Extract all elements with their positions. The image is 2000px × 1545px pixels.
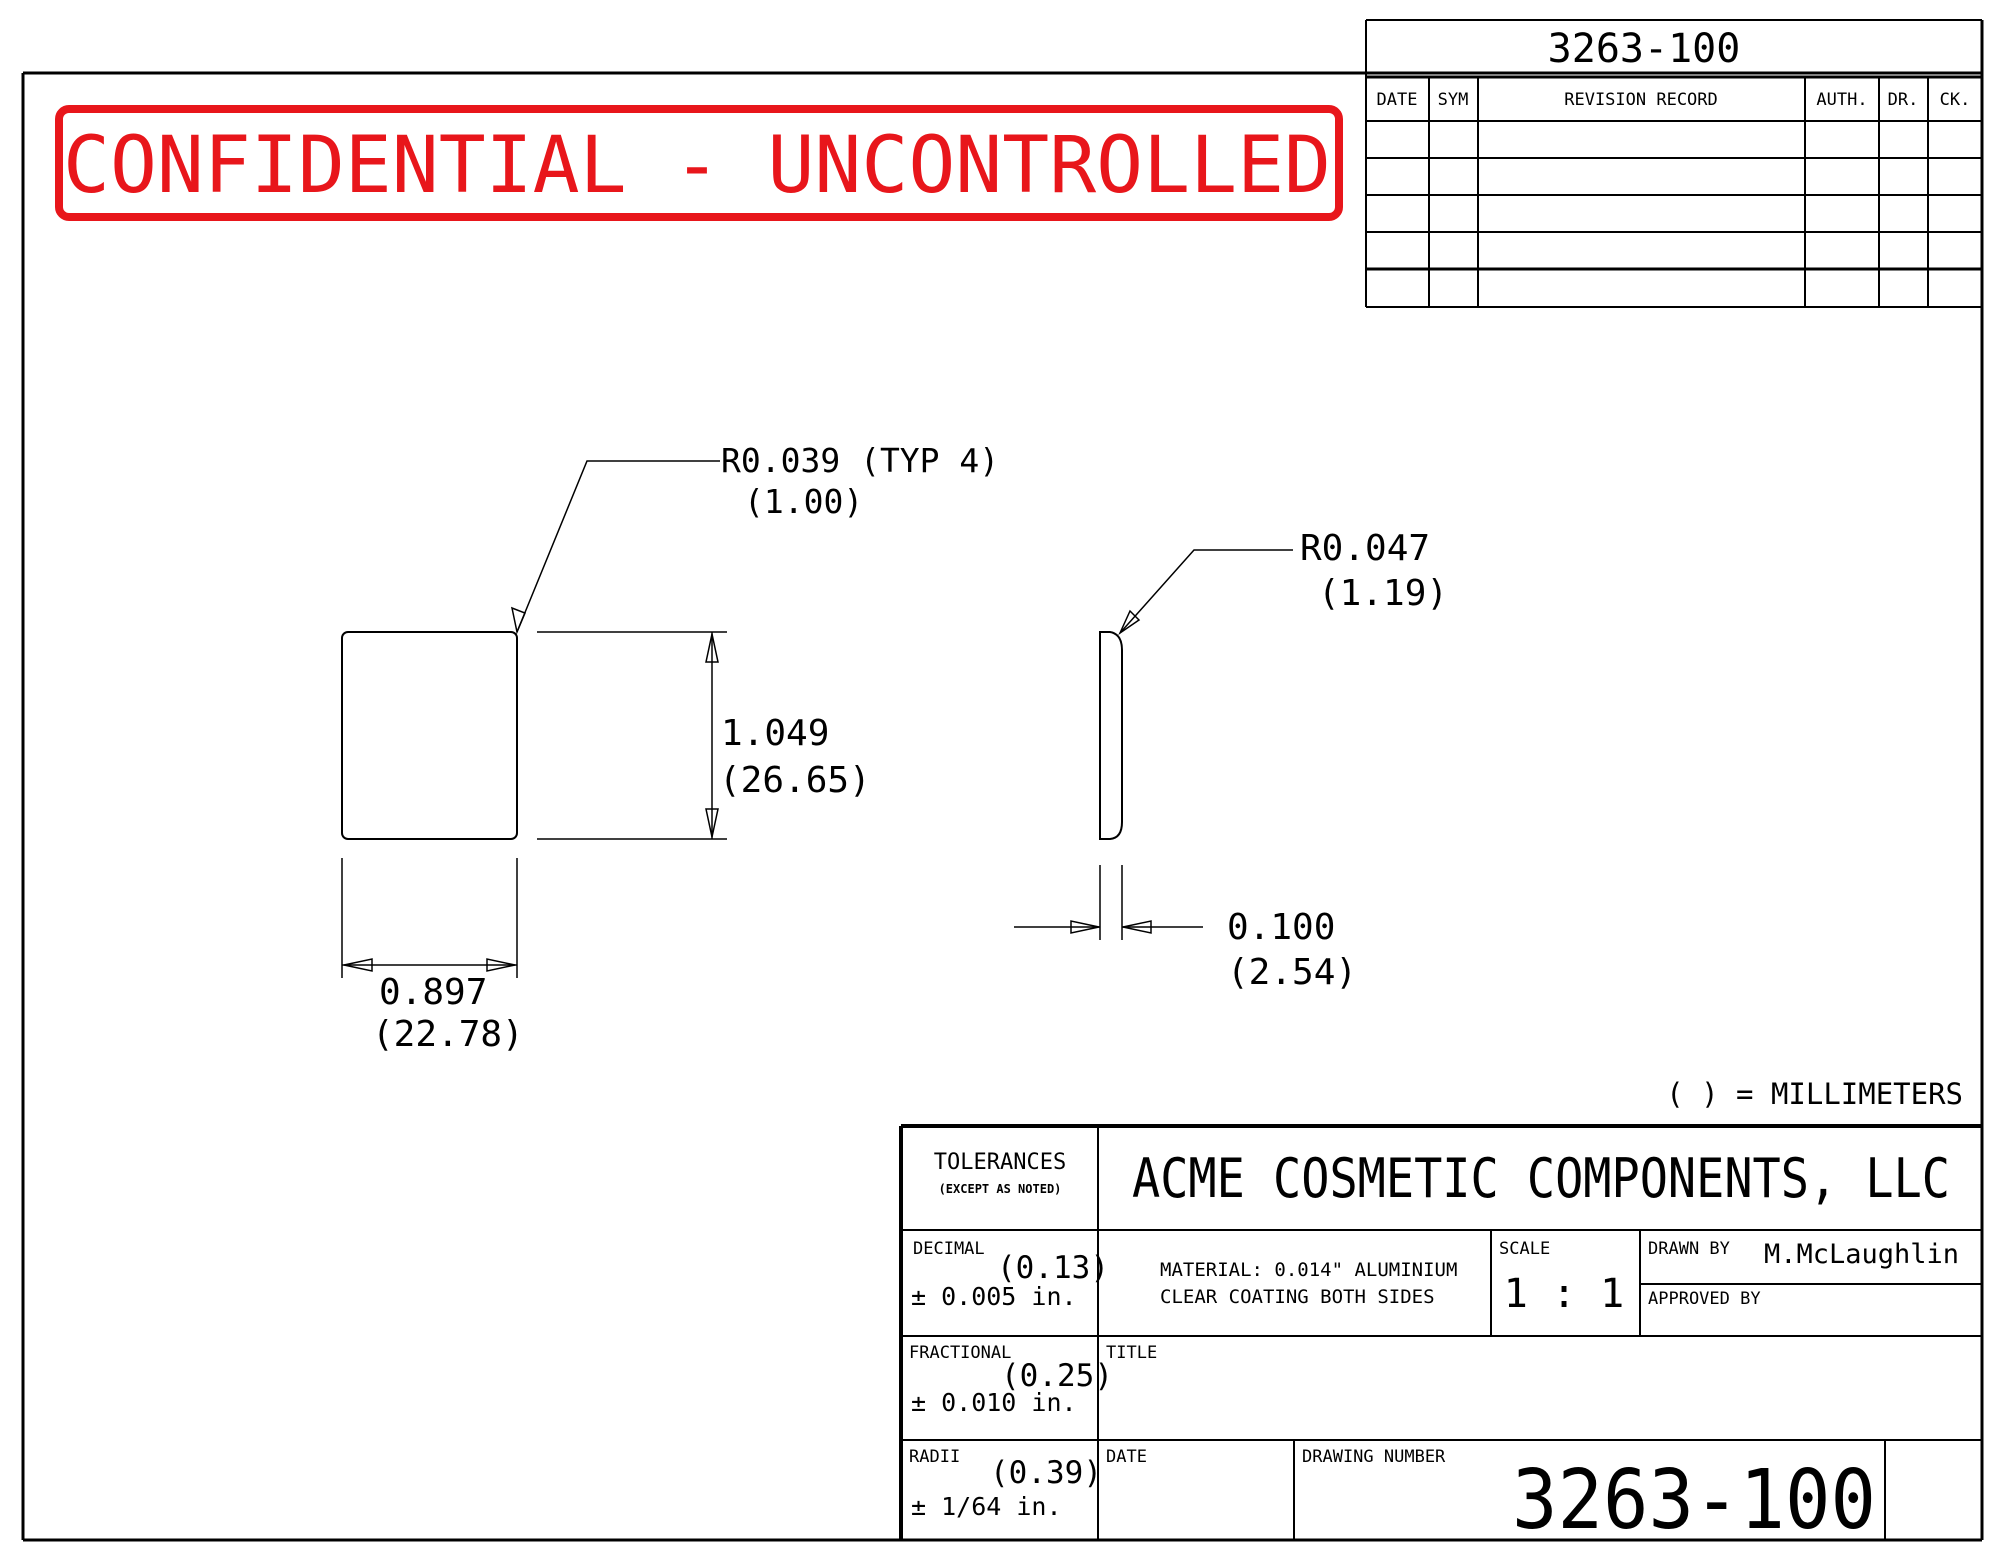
decimal-tolerance: ± 0.005 in. [911,1282,1077,1311]
header-drawing-number: 3263-100 [1548,26,1741,72]
title-block: TOLERANCES (EXCEPT AS NOTED) ACME COSMET… [899,1124,1982,1545]
rev-header-auth: AUTH. [1816,90,1867,110]
decimal-mm: (0.13) [997,1250,1109,1286]
date-label: DATE [1106,1447,1147,1467]
scale-label: SCALE [1499,1239,1550,1259]
drawing-number-label: DRAWING NUMBER [1302,1447,1446,1467]
edge-radius-mm: (1.19) [1318,573,1448,614]
tolerances-title: TOLERANCES [934,1150,1066,1175]
corner-radius-mm: (1.00) [744,482,863,521]
width-label: 0.897 [379,972,487,1013]
decimal-label: DECIMAL [913,1239,985,1259]
material-line-2: CLEAR COATING BOTH SIDES [1160,1286,1435,1308]
part-side-view [1099,631,1123,840]
tolerances-subtitle: (EXCEPT AS NOTED) [939,1182,1062,1196]
edge-radius-label: R0.047 [1300,528,1430,569]
rev-header-sym: SYM [1438,90,1469,110]
thickness-label: 0.100 [1227,907,1335,948]
height-label: 1.049 [721,713,829,754]
fractional-label: FRACTIONAL [909,1343,1011,1363]
height-mm: (26.65) [719,760,871,801]
material-line-1: MATERIAL: 0.014" ALUMINIUM [1160,1259,1457,1281]
rev-header-dr: DR. [1888,90,1919,110]
part-front-view [341,631,518,840]
company-name: ACME COSMETIC COMPONENTS, LLC [1132,1147,1950,1210]
title-label: TITLE [1106,1343,1157,1363]
rev-header-ck: CK. [1940,90,1971,110]
fractional-tolerance: ± 0.010 in. [911,1388,1077,1417]
radii-label: RADII [909,1447,960,1467]
width-mm: (22.78) [372,1014,524,1055]
thickness-mm: (2.54) [1227,952,1357,993]
sheet-border [21,20,1984,1542]
drawn-by-value: M.McLaughlin [1764,1239,1959,1270]
corner-radius-callout: R0.039 (TYP 4) (1.00) [510,441,999,635]
header-number-box: 3263-100 [1365,19,1982,307]
scale-value: 1 : 1 [1504,1271,1624,1317]
rev-header-date: DATE [1377,90,1418,110]
width-dimension: 0.897 (22.78) [341,858,524,1055]
units-note: ( ) = MILLIMETERS [1666,1077,1963,1111]
revision-block: DATE SYM REVISION RECORD AUTH. DR. CK. [1366,75,1982,308]
thickness-dimension: 0.100 (2.54) [1014,865,1357,993]
radii-mm: (0.39) [990,1455,1102,1491]
fractional-mm: (0.25) [1001,1358,1113,1394]
corner-radius-label: R0.039 (TYP 4) [721,441,999,480]
drawing-number: 3263-100 [1512,1453,1876,1545]
confidential-stamp: CONFIDENTIAL - UNCONTROLLED [55,105,1343,221]
confidential-text: CONFIDENTIAL - UNCONTROLLED [63,121,1331,211]
approved-by-label: APPROVED BY [1648,1289,1761,1309]
rev-header-record: REVISION RECORD [1564,90,1718,110]
radii-tolerance: ± 1/64 in. [911,1492,1062,1521]
edge-radius-callout: R0.047 (1.19) [1118,528,1448,636]
height-dimension: 1.049 (26.65) [537,631,871,840]
drawn-by-label: DRAWN BY [1648,1239,1730,1259]
